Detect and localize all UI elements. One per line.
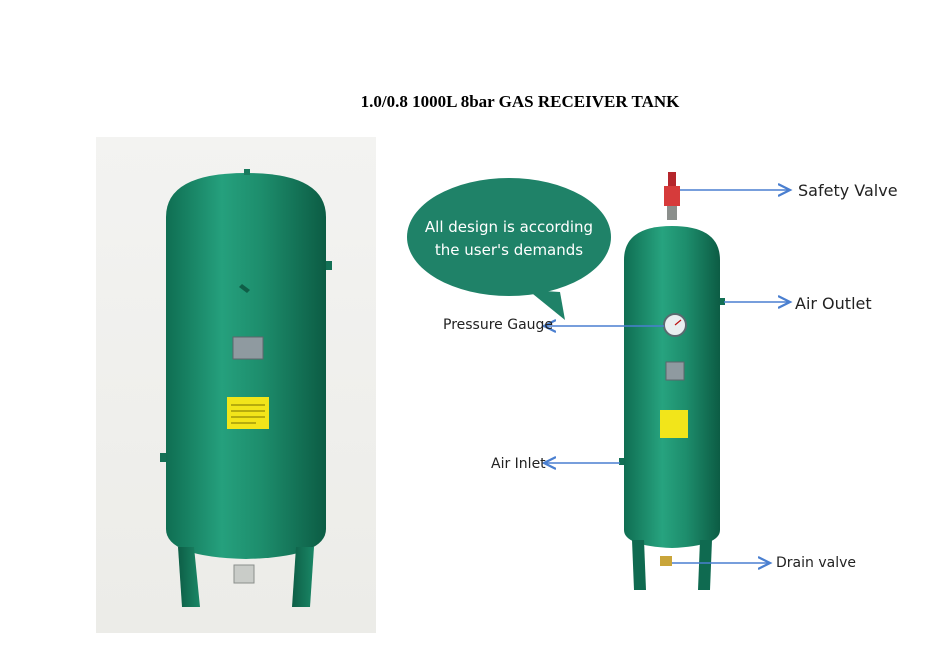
- page-title: 1.0/0.8 1000L 8bar GAS RECEIVER TANK: [360, 92, 680, 111]
- drain-valve-label: Drain valve: [776, 555, 856, 571]
- safety-valve-label: Safety Valve: [798, 181, 898, 200]
- drain-valve-fitting: [660, 556, 672, 566]
- tank-photo-left: [96, 137, 376, 633]
- bubble-text: All design is according the user's deman…: [420, 216, 598, 262]
- warning-label-left: [227, 397, 269, 429]
- safety-valve: [664, 172, 680, 220]
- bubble-line-1: All design is according: [424, 218, 594, 236]
- tank-illustration-left: [160, 169, 332, 607]
- bubble-line-2: the user's demands: [434, 241, 584, 259]
- air-inlet-label: Air Inlet: [491, 456, 546, 472]
- pressure-gauge: [663, 313, 687, 337]
- air-outlet-label: Air Outlet: [795, 294, 872, 313]
- pressure-gauge-label: Pressure Gauge: [443, 317, 554, 333]
